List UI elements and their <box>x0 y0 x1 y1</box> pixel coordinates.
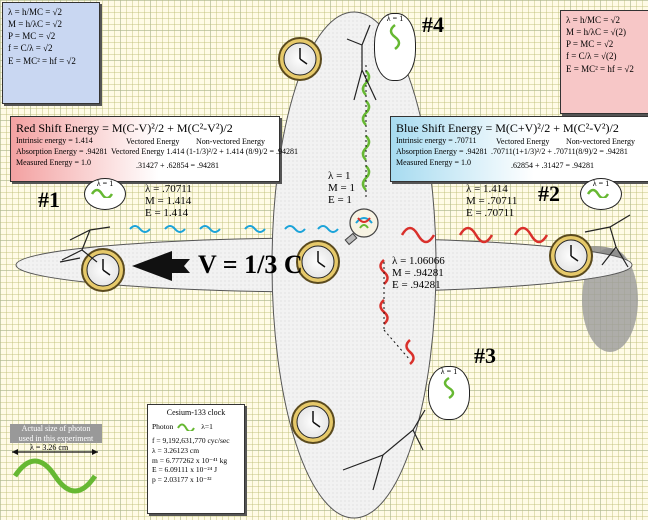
clock-center <box>296 240 340 284</box>
bubble-lambda: λ = 1 <box>96 179 114 188</box>
clock-right <box>549 234 593 278</box>
bubble-wave-icon <box>90 188 114 200</box>
value-lambda: λ = 1.06066 <box>392 255 445 267</box>
values-left: λ = .70711 M = 1.414 E = 1.414 <box>145 183 192 219</box>
blue-shift-absorption: Absorption Energy = .94281 <box>396 146 488 156</box>
formula-line: E = MC² = hf = √2 <box>566 63 634 74</box>
velocity-label: V = 1/3 C <box>198 250 303 279</box>
cesium-photon-row: Photon λ=1 <box>152 422 240 432</box>
value-energy: E = .70711 <box>466 207 515 220</box>
formula-line: M = h/λC = √(2) <box>566 27 626 38</box>
red-shift-measured: Measured Energy = 1.0 <box>16 157 92 167</box>
formula-line: E = MC² = hf = √2 <box>8 55 76 66</box>
observer-1-label: #1 <box>38 187 60 212</box>
blue-shift-energy-box: Blue Shift Energy = M(C+V)²/2 + M(C²-V²)… <box>390 116 648 182</box>
blue-shift-col-vectored: Vectored Energy <box>496 137 550 146</box>
blue-shift-sum: .62854 + .31427 = .94281 <box>511 161 595 170</box>
photon-actual-size-wave <box>12 458 98 494</box>
formula-line: P = MC = √2 <box>566 39 614 50</box>
formula-line: M = h/λC = √2 <box>8 19 62 30</box>
observer-4-label: #4 <box>422 12 444 37</box>
value-lambda: λ = 1 <box>328 170 351 182</box>
values-right: λ = 1.414 M = .70711 E = .70711 <box>466 183 517 219</box>
cesium-mass: m = 6.777262 x 10⁻⁴¹ kg <box>152 455 228 465</box>
formula-line: f = C/λ = √2 <box>8 43 53 54</box>
red-shift-col-nonvectored: Non-vectored Energy <box>196 137 265 146</box>
bubble-wave-icon <box>586 188 610 200</box>
blue-shift-col-nonvectored: Non-vectored Energy <box>566 137 635 146</box>
clock-left <box>81 248 125 292</box>
formula-line: f = C/λ = √(2) <box>566 51 617 62</box>
value-lambda: λ = .70711 <box>145 183 192 195</box>
cesium-clock-box: Cesium-133 clock Photon λ=1 f = 9,192,63… <box>147 404 245 514</box>
formula-box-left: λ = h/MC = √2 M = h/λC = √2 P = MC = √2 … <box>2 2 100 104</box>
value-energy: E = 1.414 <box>145 207 189 220</box>
value-mass: M = .70711 <box>466 195 518 208</box>
red-shift-col-vectored: Vectored Energy <box>126 137 180 146</box>
blue-shift-wave <box>129 225 339 233</box>
bubble-wave-icon <box>389 24 401 50</box>
observer-1-bubble: λ = 1 <box>84 178 126 210</box>
value-energy: E = .94281 <box>392 279 441 292</box>
blue-shift-measured: Measured Energy = 1.0 <box>396 157 472 167</box>
cesium-energy: E = 6.09111 x 10⁻²⁴ J <box>152 465 217 475</box>
red-shift-absorption: Absorption Energy = .94281 <box>16 146 108 156</box>
values-down: λ = 1.06066 M = .94281 E = .94281 <box>392 255 445 291</box>
value-mass: M = 1 <box>328 182 355 195</box>
observer-2-label: #2 <box>538 181 560 206</box>
red-shift-sum: .31427 + .62854 = .94281 <box>136 161 220 170</box>
red-shift-vectored: Vectored Energy 1.414 (1-1/3)²/2 + 1.414… <box>111 147 299 156</box>
observer-2-bubble: λ = 1 <box>580 178 622 210</box>
cesium-momentum: p = 2.03177 x 10⁻³² <box>152 475 212 485</box>
value-mass: M = 1.414 <box>145 195 192 208</box>
clock-bottom <box>291 400 335 444</box>
value-energy: E = 1 <box>328 194 352 207</box>
values-top: λ = 1 M = 1 E = 1 <box>328 170 355 206</box>
value-lambda: λ = 1.414 <box>466 183 508 195</box>
clock-top <box>278 37 322 81</box>
blue-shift-vectored: .70711(1+1/3)²/2 + .70711(8/9)/2 = .9428… <box>491 147 628 156</box>
vertical-green-wave <box>361 70 371 191</box>
cesium-photon-label: Photon <box>152 422 174 432</box>
cesium-wavelength: λ = 3.26123 cm <box>152 445 200 455</box>
photon-size-line2: used in this experiment <box>18 433 94 443</box>
red-shift-title: Red Shift Energy = M(C-V)²/2 + M(C²-V²)/… <box>16 121 233 135</box>
bubble-lambda: λ = 1 <box>386 14 404 23</box>
photon-size-line1: Actual size of photon <box>21 424 91 433</box>
cesium-frequency: f = 9,192,631,770 cyc/sec <box>152 436 230 446</box>
cesium-title: Cesium-133 clock <box>166 408 226 417</box>
observer-3-label: #3 <box>474 343 496 368</box>
observer-figures <box>59 24 631 491</box>
formula-box-right: λ = h/MC = √2 M = h/λC = √(2) P = MC = √… <box>560 10 648 114</box>
bubble-wave-icon <box>443 376 455 400</box>
red-shift-energy-box: Red Shift Energy = M(C-V)²/2 + M(C²-V²)/… <box>10 116 298 182</box>
observer-4-bubble: λ = 1 <box>374 13 416 81</box>
blue-shift-intrinsic: Intrinsic energy = .70711 <box>396 136 477 146</box>
velocity-arrow <box>132 251 190 281</box>
photon-size-legend: Actual size of photon used in this exper… <box>10 424 102 444</box>
observer-3-bubble: λ = 1 <box>428 366 470 420</box>
photon-wave-icon <box>177 423 196 432</box>
red-shift-intrinsic: Intrinsic energy = 1.414 <box>16 136 93 146</box>
formula-line: λ = h/MC = √2 <box>566 15 620 25</box>
blue-shift-title: Blue Shift Energy = M(C+V)²/2 + M(C²-V²)… <box>396 121 619 135</box>
bubble-lambda: λ = 1 <box>592 179 610 188</box>
formula-line: λ = h/MC = √2 <box>8 7 62 17</box>
bubble-lambda: λ = 1 <box>440 367 458 376</box>
red-shift-wave <box>400 226 549 244</box>
photon-size-lambda: λ = 3.26 cm <box>30 443 69 452</box>
light-source <box>344 208 379 246</box>
cesium-lambda: λ=1 <box>201 422 213 432</box>
value-mass: M = .94281 <box>392 267 444 280</box>
formula-line: P = MC = √2 <box>8 31 56 42</box>
